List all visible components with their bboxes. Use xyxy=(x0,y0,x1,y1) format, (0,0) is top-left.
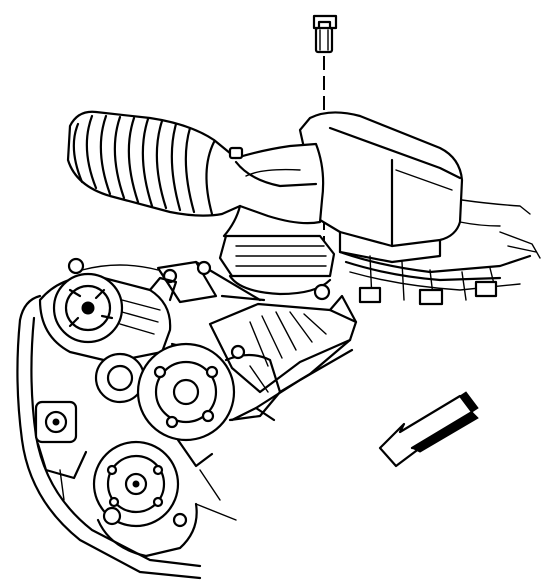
wiring-harness xyxy=(338,231,541,306)
air-cleaner-housing xyxy=(298,111,531,264)
throttle-body xyxy=(218,234,336,301)
sensor-component xyxy=(312,14,338,54)
power-steering-pump xyxy=(136,342,282,442)
air-intake-duct xyxy=(66,110,325,258)
direction-arrow xyxy=(378,391,479,468)
water-pump-pulley xyxy=(92,440,180,528)
engine-block xyxy=(172,338,354,528)
belt-tensioner xyxy=(34,352,146,501)
generator xyxy=(38,272,178,364)
intake-manifold xyxy=(194,260,358,394)
mounting-bracket xyxy=(67,257,218,304)
crankshaft-pulley xyxy=(96,502,198,558)
